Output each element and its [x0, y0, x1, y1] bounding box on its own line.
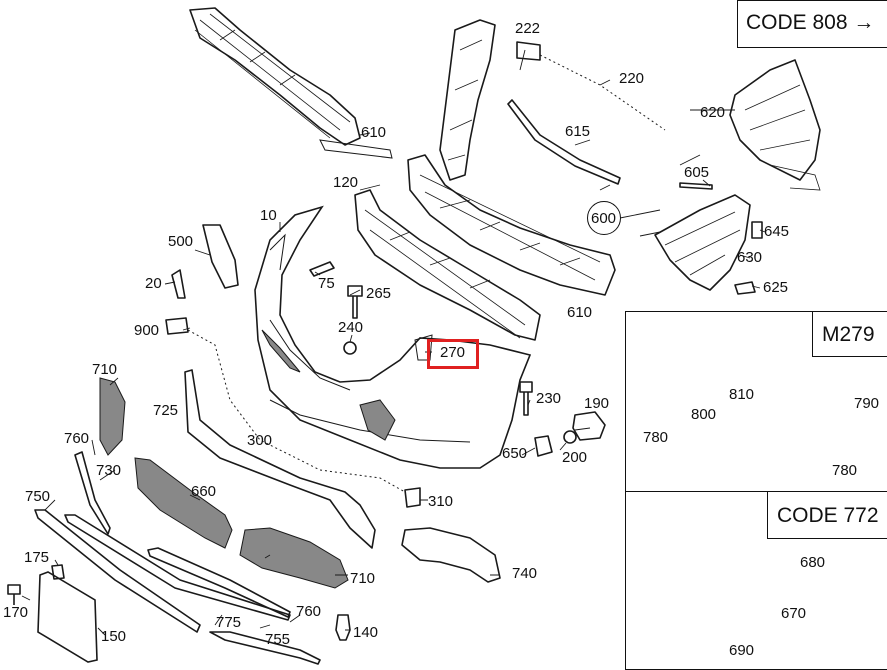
callout-900[interactable]: 900 — [134, 322, 160, 339]
callout-605[interactable]: 605 — [684, 164, 710, 181]
callout-220[interactable]: 220 — [619, 70, 645, 87]
part-740-trim-ring[interactable] — [401, 527, 501, 583]
callout-760[interactable]: 760 — [64, 430, 90, 447]
callout-725[interactable]: 725 — [153, 402, 179, 419]
callout-660[interactable]: 660 — [191, 483, 217, 500]
callout-645[interactable]: 645 — [764, 223, 790, 240]
callout-10[interactable]: 10 — [260, 207, 277, 224]
callout-710[interactable]: 710 — [92, 361, 118, 378]
part-630-bracket[interactable] — [654, 194, 751, 291]
part-625-clip[interactable] — [734, 281, 756, 295]
part-175-clip[interactable] — [51, 564, 65, 580]
callout-810[interactable]: 810 — [729, 386, 755, 403]
callout-630[interactable]: 630 — [737, 249, 763, 266]
callout-270[interactable]: 270 — [440, 344, 466, 361]
callout-240[interactable]: 240 — [338, 319, 364, 336]
part-610-lower-beam[interactable] — [407, 154, 616, 296]
callout-780-lower[interactable]: 780 — [832, 462, 858, 479]
part-170-screw[interactable] — [7, 584, 21, 605]
part-620-bracket[interactable] — [729, 59, 821, 191]
callout-175[interactable]: 175 — [24, 549, 50, 566]
callout-600[interactable]: 600 — [591, 210, 617, 227]
callout-310[interactable]: 310 — [428, 493, 454, 510]
part-240-nut[interactable] — [343, 341, 357, 355]
part-300-harness[interactable] — [187, 329, 406, 493]
callout-740[interactable]: 740 — [512, 565, 538, 582]
callout-140[interactable]: 140 — [353, 624, 379, 641]
part-200-ring[interactable] — [563, 430, 577, 444]
part-222-clip[interactable] — [516, 41, 541, 61]
code-808-box — [737, 0, 887, 48]
callout-690[interactable]: 690 — [729, 642, 755, 659]
part-20-clip[interactable] — [171, 269, 186, 299]
part-620-upper-vertical[interactable] — [439, 19, 496, 181]
callout-120[interactable]: 120 — [333, 174, 359, 191]
part-220-wire[interactable] — [539, 54, 666, 131]
part-710-center-grille[interactable] — [239, 527, 349, 589]
part-150-license-plate-base[interactable] — [37, 571, 98, 663]
m279-label-box — [812, 311, 887, 357]
code-808-label: CODE 808 → — [746, 11, 875, 34]
part-610-upper-carrier[interactable] — [189, 7, 393, 159]
callout-222[interactable]: 222 — [515, 20, 541, 37]
callout-650[interactable]: 650 — [502, 445, 528, 462]
callout-755[interactable]: 755 — [265, 631, 291, 648]
callout-265[interactable]: 265 — [366, 285, 392, 302]
callout-150[interactable]: 150 — [101, 628, 127, 645]
callout-190[interactable]: 190 — [584, 395, 610, 412]
callout-75[interactable]: 75 — [318, 275, 335, 292]
part-760-strip-right[interactable] — [147, 547, 291, 618]
part-75-rivet[interactable] — [309, 261, 335, 277]
callout-20[interactable]: 20 — [145, 275, 162, 292]
part-760-trim-left[interactable] — [74, 451, 111, 535]
callout-200[interactable]: 200 — [562, 449, 588, 466]
part-140-clip[interactable] — [335, 614, 351, 641]
code-772-label: CODE 772 — [777, 504, 879, 527]
part-750-strip[interactable] — [34, 509, 201, 633]
part-650-holder[interactable] — [534, 435, 553, 457]
callout-610-lower[interactable]: 610 — [567, 304, 593, 321]
callout-670[interactable]: 670 — [781, 605, 807, 622]
part-310-clip[interactable] — [404, 487, 421, 508]
part-900-sensor[interactable] — [165, 317, 189, 335]
callout-750[interactable]: 750 — [25, 488, 51, 505]
part-615-strip[interactable] — [507, 99, 621, 185]
part-755-strip[interactable] — [209, 631, 321, 665]
part-500-side-bracket[interactable] — [202, 224, 239, 289]
callout-680[interactable]: 680 — [800, 554, 826, 571]
callout-625[interactable]: 625 — [763, 279, 789, 296]
part-190-sensor[interactable] — [572, 411, 606, 441]
part-710-side-grille[interactable] — [99, 377, 126, 456]
part-660-lower-grille[interactable] — [134, 457, 233, 549]
callout-610[interactable]: 610 — [361, 124, 387, 141]
part-120-beam[interactable] — [354, 189, 541, 341]
callout-775[interactable]: 775 — [216, 614, 242, 631]
part-725-trim[interactable] — [184, 369, 376, 549]
callout-780[interactable]: 780 — [643, 429, 669, 446]
part-645-clip[interactable] — [751, 221, 763, 239]
callout-170[interactable]: 170 — [3, 604, 29, 621]
code-772-label-box — [767, 491, 887, 539]
callout-730[interactable]: 730 — [96, 462, 122, 479]
callout-790[interactable]: 790 — [854, 395, 880, 412]
callout-600-circle — [587, 201, 621, 235]
part-775-strip[interactable] — [64, 514, 291, 621]
part-230-bolt[interactable] — [519, 381, 533, 416]
callout-710-lower[interactable]: 710 — [350, 570, 376, 587]
callout-300[interactable]: 300 — [247, 432, 273, 449]
part-605-strip[interactable] — [679, 182, 713, 190]
callout-615[interactable]: 615 — [565, 123, 591, 140]
callout-500[interactable]: 500 — [168, 233, 194, 250]
callout-620[interactable]: 620 — [700, 104, 726, 121]
m279-label: M279 — [822, 323, 875, 346]
highlight-270 — [427, 339, 479, 369]
callout-760-lower[interactable]: 760 — [296, 603, 322, 620]
callout-230[interactable]: 230 — [536, 390, 562, 407]
callout-800[interactable]: 800 — [691, 406, 717, 423]
part-265-bolt[interactable] — [347, 285, 363, 319]
part-10-bumper-cover[interactable] — [254, 205, 532, 469]
